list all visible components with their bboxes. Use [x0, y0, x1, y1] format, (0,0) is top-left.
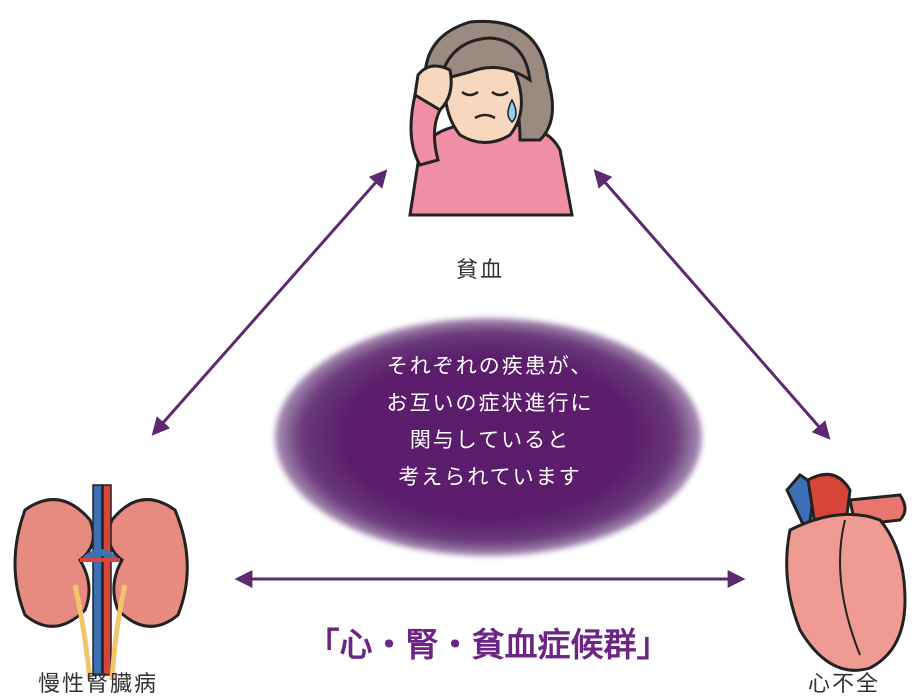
center-message: それぞれの疾患が、 お互いの症状進行に 関与していると 考えられています	[300, 348, 680, 496]
node-label-ckd: 慢性腎臓病	[38, 672, 159, 697]
center-line-3: 関与していると	[409, 428, 571, 452]
arrow-anemia-ckd	[151, 169, 388, 436]
syndrome-title: 「心・腎・貧血症候群」	[306, 625, 670, 664]
center-line-4: 考えられています	[398, 465, 582, 489]
center-line-2: お互いの症状進行に	[386, 391, 594, 415]
center-ellipse	[275, 318, 702, 556]
node-label-heart-failure: 心不全	[808, 672, 881, 697]
center-line-1: それぞれの疾患が、	[386, 354, 594, 378]
arrow-anemia-heart	[593, 169, 831, 440]
node-label-anemia: 貧血	[456, 258, 505, 283]
